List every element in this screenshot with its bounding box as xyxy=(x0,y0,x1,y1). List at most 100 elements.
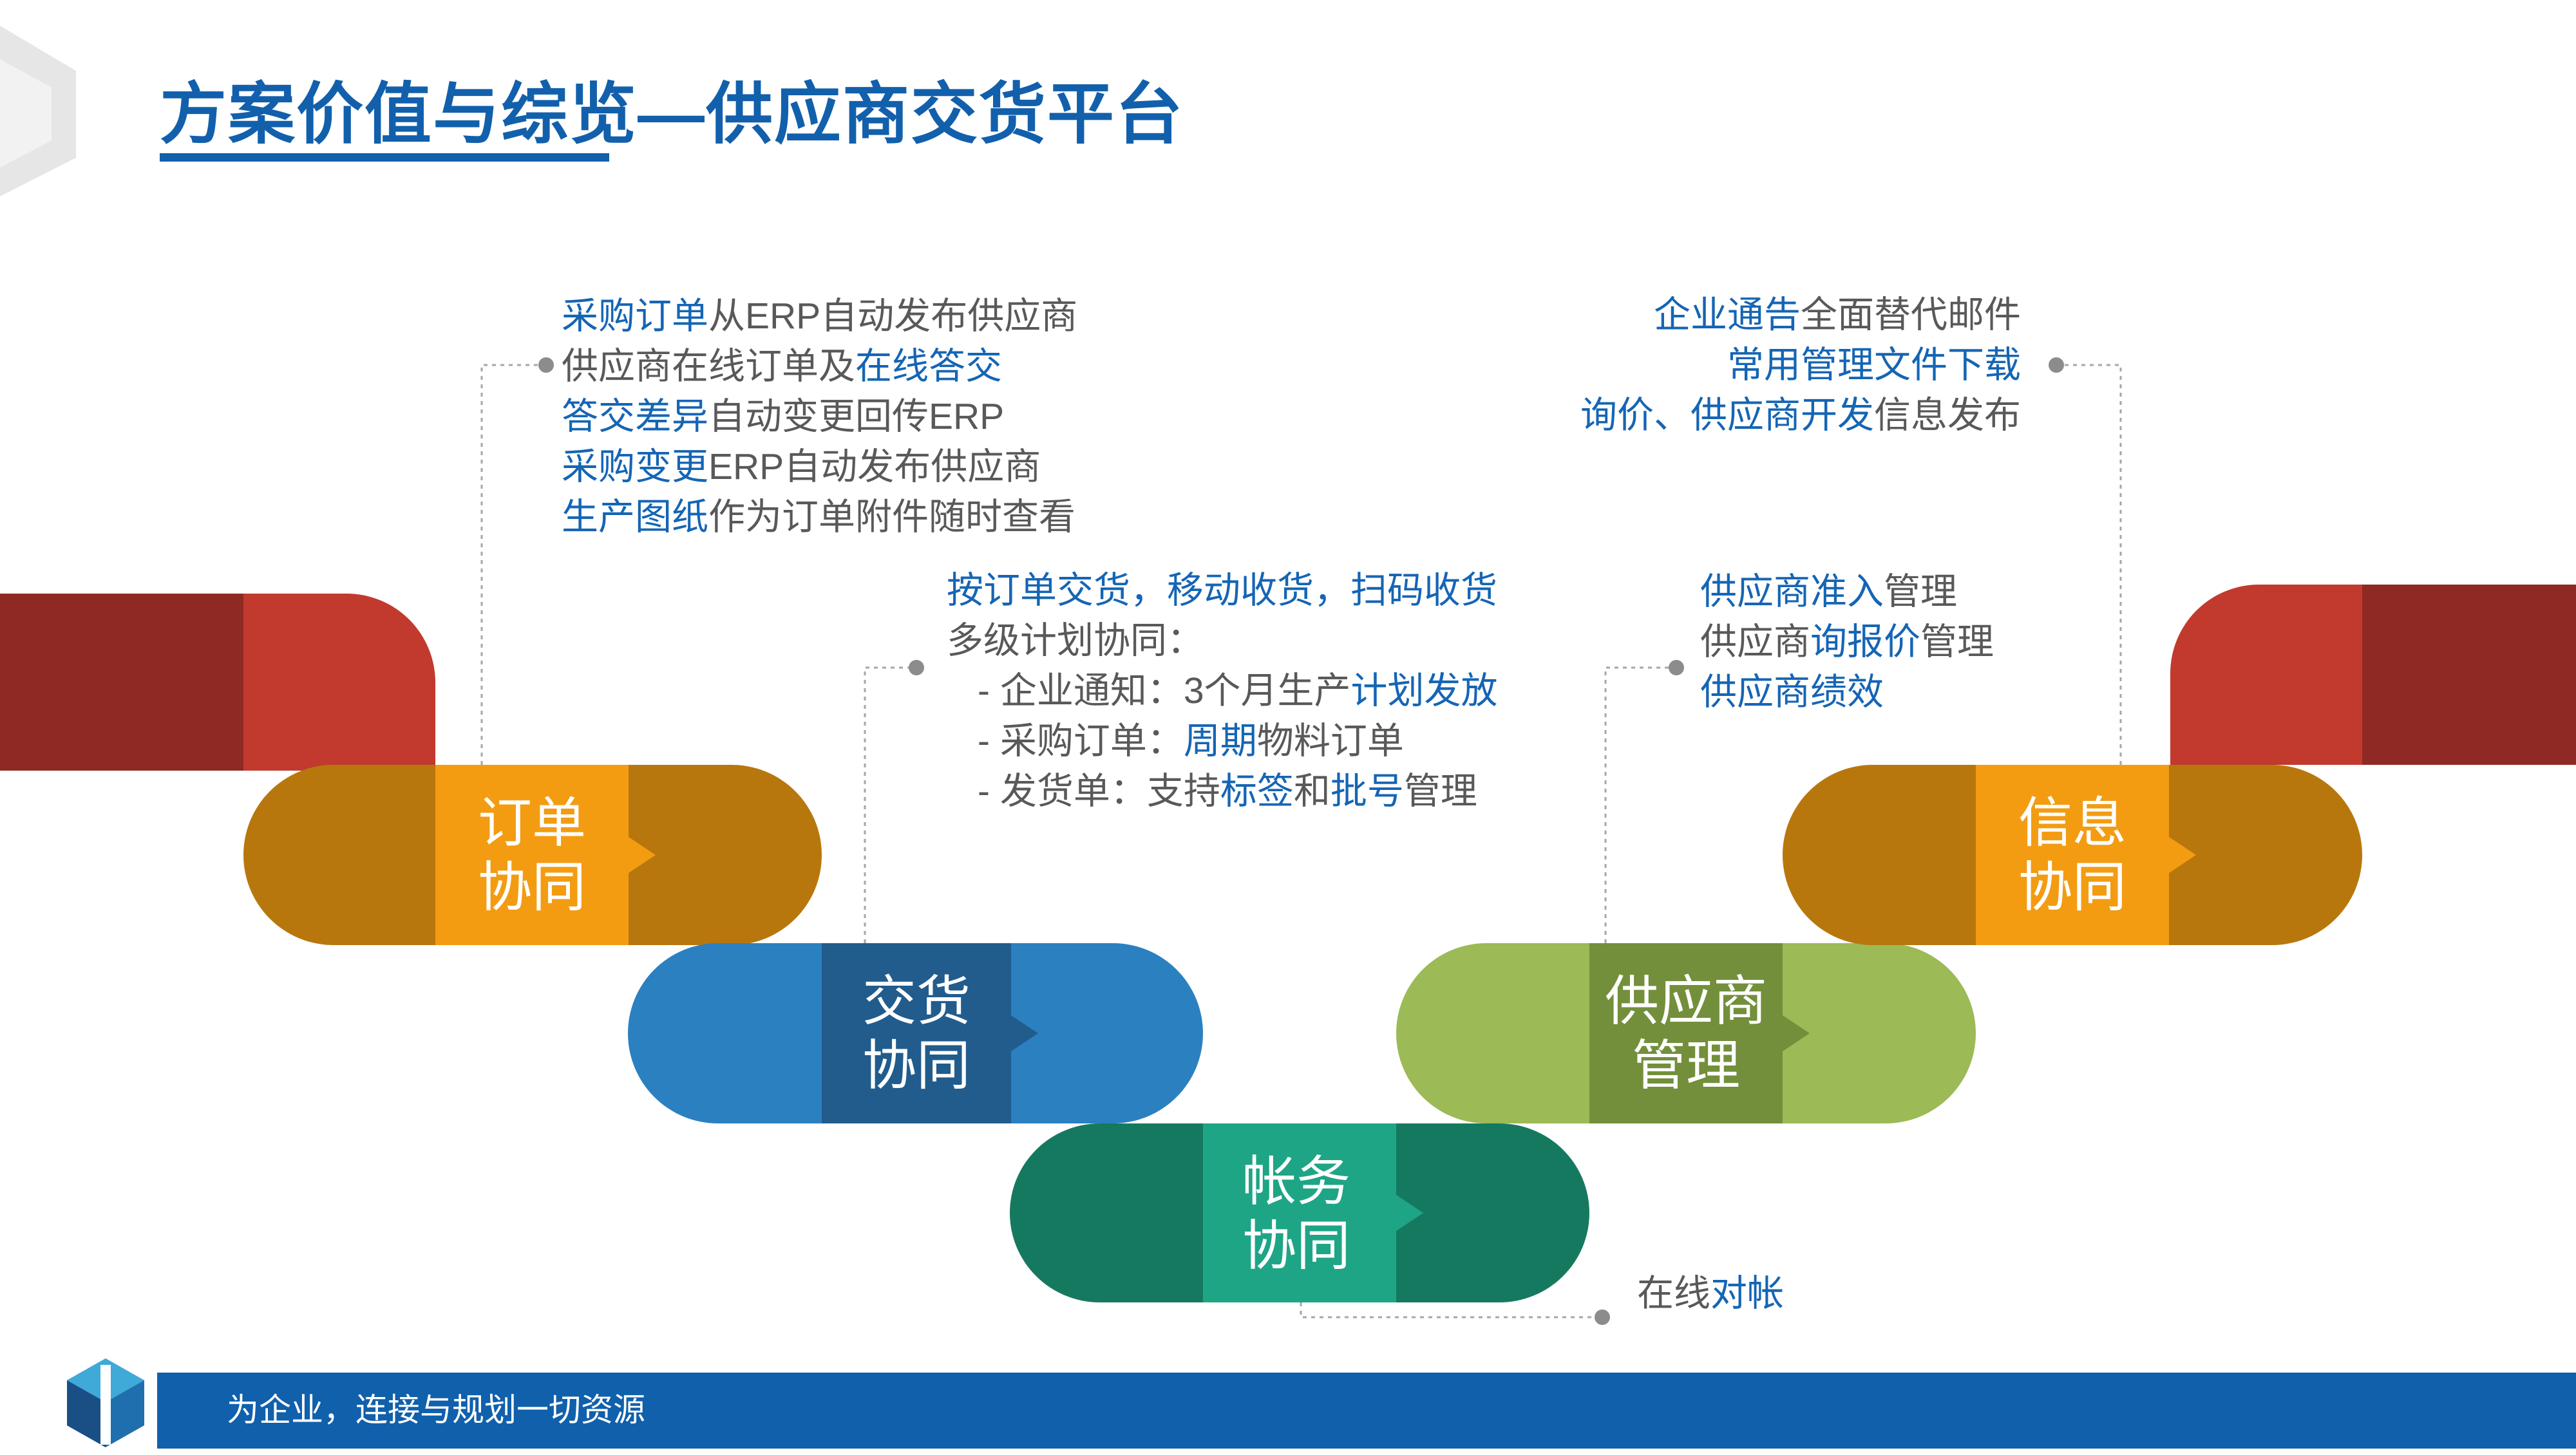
segment-account-center xyxy=(1203,1123,1396,1302)
connector-supplier xyxy=(1604,666,1676,943)
ribbon-right-red xyxy=(2170,585,2362,765)
connector-dot-info xyxy=(2049,357,2064,373)
note-line: 答交差异自动变更回传ERP xyxy=(562,391,1077,442)
module-label-line2: 协同 xyxy=(477,857,586,917)
title-underline xyxy=(160,153,609,162)
connector-info xyxy=(2056,364,2122,765)
connector-delivery xyxy=(864,666,916,943)
module-label-account: 帐务 协同 xyxy=(1203,1143,1390,1284)
connector-dot-supplier xyxy=(1669,660,1684,675)
note-text: 管理 xyxy=(1884,571,1957,612)
module-label-line2: 协同 xyxy=(2018,857,2126,917)
note-text: 从ERP自动发布供应商 xyxy=(708,296,1078,337)
ribbon-left xyxy=(0,594,435,771)
chevron-account-icon xyxy=(1396,1195,1423,1231)
note-text: 管理 xyxy=(1403,771,1477,812)
note-line: - 企业通知：3个月生产计划发放 xyxy=(947,666,1498,716)
note-line: - 采购订单：周期物料订单 xyxy=(947,716,1498,766)
segment-delivery xyxy=(628,943,1203,1123)
segment-supplier-center xyxy=(1589,943,1783,1123)
module-label-line1: 供应商 xyxy=(1604,971,1767,1031)
chevron-info-icon xyxy=(2169,837,2196,873)
segment-order xyxy=(243,765,822,945)
connector-dot-account xyxy=(1595,1310,1610,1325)
note-highlight-text: 供应商绩效 xyxy=(1700,671,1884,713)
note-text: 作为订单附件随时查看 xyxy=(708,496,1075,538)
note-line: 企业通告全面替代邮件 xyxy=(1580,290,2021,340)
connector-dot-order xyxy=(538,357,554,373)
module-label-line2: 协同 xyxy=(862,1035,971,1096)
footer-bar xyxy=(155,1373,2576,1449)
note-text: - 采购订单： xyxy=(978,720,1184,762)
note-highlight-text: 对帐 xyxy=(1710,1273,1784,1314)
note-line: 供应商在线订单及在线答交 xyxy=(562,341,1077,391)
connector-account xyxy=(1300,1302,1602,1319)
module-label-line1: 帐务 xyxy=(1242,1151,1350,1212)
note-highlight-text: 企业通告 xyxy=(1654,294,1801,335)
connector-lines xyxy=(480,364,2122,1319)
note-highlight-text: 标签 xyxy=(1220,771,1294,812)
module-label-line1: 交货 xyxy=(862,971,971,1031)
note-text: 多级计划协同： xyxy=(947,620,1204,661)
note-text: 自动变更回传ERP xyxy=(708,396,1005,437)
note-highlight-text: 采购订单 xyxy=(562,296,708,337)
note-highlight-text: 计划发放 xyxy=(1350,670,1498,711)
note-line: 采购变更ERP自动发布供应商 xyxy=(562,442,1077,492)
footer-slogan: 为企业，连接与规划一切资源 xyxy=(227,1392,645,1428)
ribbon-left-dark xyxy=(0,594,243,771)
note-highlight-text: 周期 xyxy=(1183,720,1257,762)
note-account: 在线对帐 xyxy=(1637,1268,1784,1319)
chevron-order-icon xyxy=(629,837,656,873)
note-text: 物料订单 xyxy=(1256,720,1404,762)
company-logo-icon xyxy=(54,1352,157,1455)
ribbon-right-dark xyxy=(2362,585,2576,765)
segment-delivery-center xyxy=(822,943,1011,1123)
note-highlight-text: 供应商准入 xyxy=(1700,571,1884,612)
note-line: 生产图纸作为订单附件随时查看 xyxy=(562,492,1077,542)
note-text: 供应商在线订单及 xyxy=(562,346,855,387)
note-highlight-text: 批号 xyxy=(1330,771,1404,812)
page-title: 方案价值与综览—供应商交货平台 xyxy=(160,77,1184,152)
note-text: 管理 xyxy=(1920,621,1994,662)
segment-account xyxy=(1010,1123,1589,1302)
note-order: 采购订单从ERP自动发布供应商供应商在线订单及在线答交答交差异自动变更回传ERP… xyxy=(562,291,1077,542)
note-line: 询价、供应商开发信息发布 xyxy=(1580,390,2021,440)
note-line: 采购订单从ERP自动发布供应商 xyxy=(562,291,1077,341)
segment-order-center xyxy=(435,765,629,945)
module-label-info: 信息 协同 xyxy=(1979,784,2166,926)
segment-supplier xyxy=(1396,943,1976,1123)
note-line: 多级计划协同： xyxy=(947,615,1498,666)
note-text: - 企业通知：3个月生产 xyxy=(978,670,1351,711)
ribbon-right xyxy=(2170,585,2576,765)
note-highlight-text: 生产图纸 xyxy=(562,496,708,538)
segment-info-center xyxy=(1976,765,2169,945)
module-label-order: 订单 协同 xyxy=(439,784,625,926)
module-label-line1: 订单 xyxy=(477,793,586,853)
note-text: 在线 xyxy=(1637,1273,1710,1314)
note-line: 供应商准入管理 xyxy=(1700,567,1994,617)
module-label-line2: 管理 xyxy=(1631,1035,1740,1096)
connector-dot-delivery xyxy=(909,660,924,675)
note-text: - 发货单：支持 xyxy=(978,771,1220,812)
note-highlight-text: 在线答交 xyxy=(855,346,1002,387)
note-line: 供应商询报价管理 xyxy=(1700,617,1994,667)
note-supplier: 供应商准入管理供应商询报价管理供应商绩效 xyxy=(1700,567,1994,717)
module-label-line1: 信息 xyxy=(2018,793,2126,853)
note-highlight-text: 答交差异 xyxy=(562,396,708,437)
chevron-supplier-icon xyxy=(1783,1015,1810,1051)
note-info: 企业通告全面替代邮件常用管理文件下载询价、供应商开发信息发布 xyxy=(1580,290,2021,440)
note-highlight-text: 询报价 xyxy=(1810,621,1920,662)
segment-info xyxy=(1783,765,2362,945)
module-label-delivery: 交货 协同 xyxy=(823,962,1010,1104)
connector-dots xyxy=(538,357,2064,1325)
note-line: 在线对帐 xyxy=(1637,1268,1784,1319)
connector-order xyxy=(480,364,546,765)
note-line: 常用管理文件下载 xyxy=(1580,340,2021,390)
note-line: - 发货单：支持标签和批号管理 xyxy=(947,766,1498,816)
module-label-line2: 协同 xyxy=(1242,1216,1350,1276)
note-text: 和 xyxy=(1293,771,1331,812)
note-highlight-text: 按订单交货，移动收货，扫码收货 xyxy=(947,570,1497,611)
note-highlight-text: 采购变更 xyxy=(562,446,708,487)
ribbon-left-red xyxy=(243,594,435,771)
